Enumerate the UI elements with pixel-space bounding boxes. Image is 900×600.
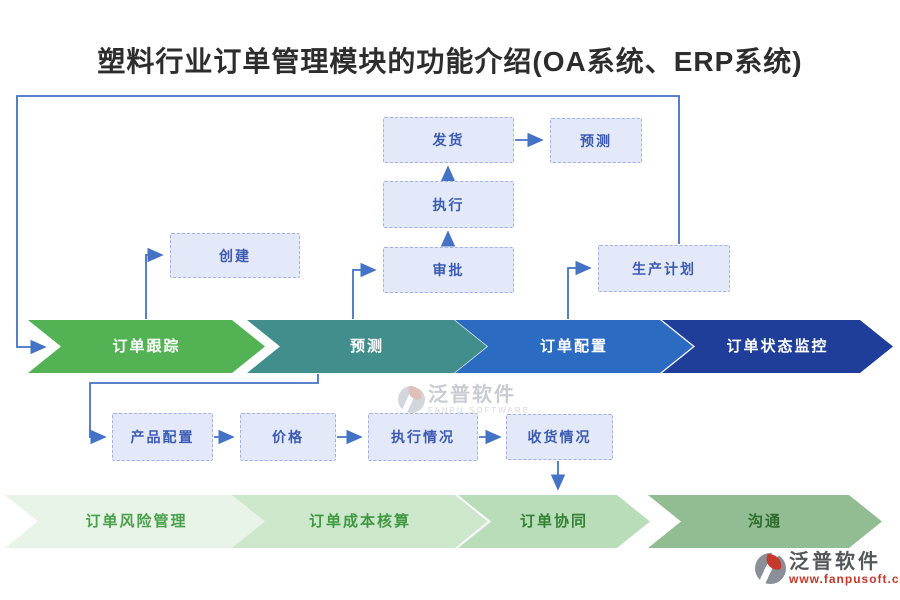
fanpu-logo-icon [398,386,425,413]
stage-order-status-monitor: 订单状态监控 [662,320,893,373]
page-title: 塑料行业订单管理模块的功能介绍(OA系统、ERP系统) [97,46,803,77]
wire-forecast-to-approve [352,262,377,319]
wire-forecast-to-product-config [89,374,319,445]
watermark-subtitle: FANPU SOFTWARE [428,406,530,415]
stage-forecast: 预测 [247,320,487,373]
wire-config-to-production-plan [567,260,592,319]
logo-url: www.fanpusoft.com [789,572,900,586]
node-receiving-status: 收货情况 [506,414,613,460]
node-production-plan: 生产计划 [598,245,730,292]
watermark: 泛普软件 FANPU SOFTWARE [398,384,530,415]
stage-order-tracking: 订单跟踪 [28,320,265,373]
wire-frame-to-tracking-and-production [16,95,680,355]
node-forecast: 预测 [550,118,642,163]
logo-name: 泛普软件 [789,551,881,573]
fanpu-logo: 泛普软件 www.fanpusoft.com [755,551,900,586]
stage-communication: 沟通 [648,495,882,548]
node-execute: 执行 [383,181,514,228]
wire-tracking-to-create [145,247,164,319]
node-create: 创建 [170,233,300,278]
stage-order-cost: 订单成本核算 [232,495,488,548]
node-ship: 发货 [383,117,514,163]
fanpu-logo-icon [755,553,786,584]
node-product-config: 产品配置 [112,413,213,461]
node-price: 价格 [240,413,336,461]
watermark-name: 泛普软件 [428,384,516,406]
node-approve: 审批 [383,247,514,293]
stage-order-config: 订单配置 [455,320,693,373]
stage-order-risk: 订单风险管理 [5,495,268,548]
node-execution-status: 执行情况 [368,413,478,461]
